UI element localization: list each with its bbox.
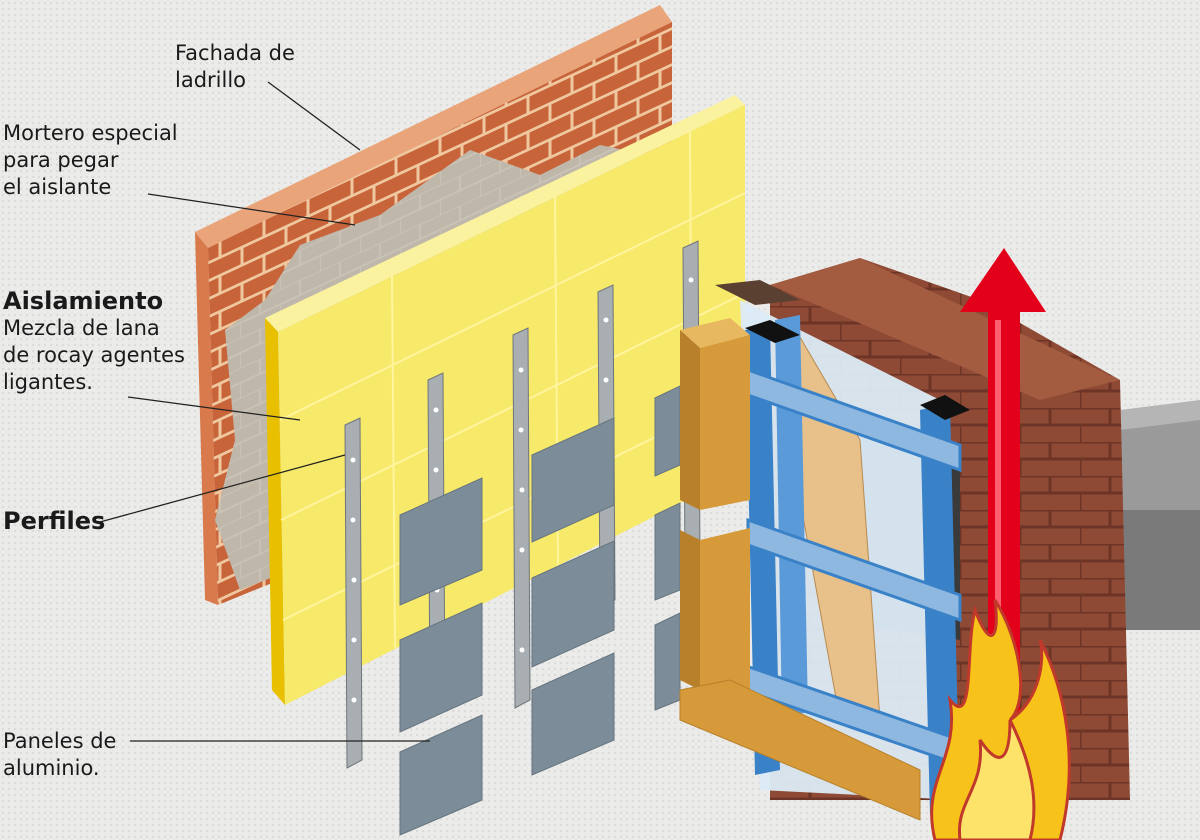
leader-lines: [99, 81, 430, 742]
label-line: de rocay agentes: [3, 343, 185, 367]
label-title: Aislamiento: [3, 287, 164, 315]
brick-wall-top: [195, 5, 672, 248]
label-line: ligantes.: [3, 370, 93, 394]
label-mortero: Mortero especial para pegar el aislante: [3, 120, 178, 201]
label-line: Mezcla de lana: [3, 316, 160, 340]
label-line: para pegar: [3, 148, 119, 172]
label-line: Fachada de: [175, 41, 295, 65]
fire-icon: [930, 599, 1071, 840]
label-line: Mortero especial: [3, 121, 178, 145]
label-fachada: Fachada de ladrillo: [175, 40, 295, 94]
aluminium-panels: [399, 385, 681, 836]
label-aislamiento: Aislamiento Mezcla de lana de rocay agen…: [3, 288, 185, 396]
cross-section: [679, 258, 1200, 821]
label-line: aluminio.: [3, 756, 100, 780]
label-line: Paneles de: [3, 729, 117, 753]
label-paneles: Paneles de aluminio.: [3, 728, 116, 782]
label-line: ladrillo: [175, 68, 247, 92]
label-line: el aislante: [3, 175, 112, 199]
label-perfiles: Perfiles: [3, 507, 106, 535]
